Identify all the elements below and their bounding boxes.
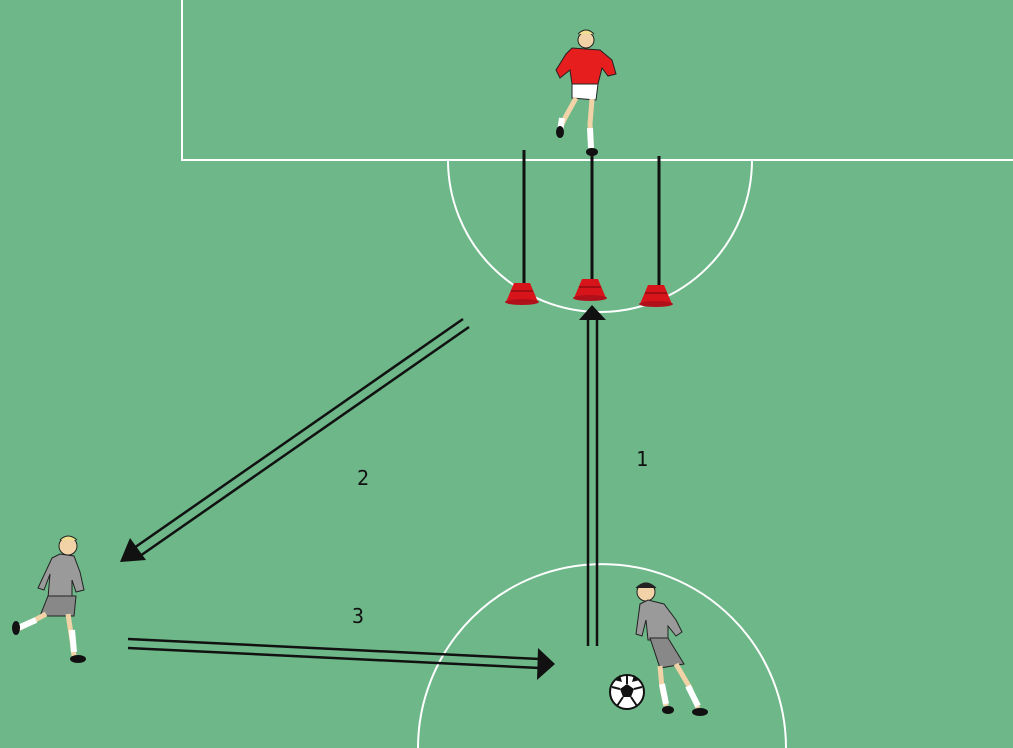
poles: [524, 150, 659, 292]
arrow-step-2: [120, 319, 469, 562]
cone-middle: [573, 279, 607, 301]
soccer-ball: [610, 675, 644, 709]
step-label-2: 2: [357, 468, 369, 488]
arrow-step-3: [128, 639, 555, 680]
player-attacker-red: [556, 30, 616, 156]
cones: [505, 279, 673, 307]
step-label-3: 3: [352, 606, 364, 626]
step-label-1: 1: [636, 449, 648, 469]
player-teammate-left: [12, 536, 86, 663]
player-teammate-ball: [636, 583, 708, 716]
cone-left: [505, 283, 539, 305]
cone-right: [639, 285, 673, 307]
arrow-step-1: [579, 305, 606, 646]
